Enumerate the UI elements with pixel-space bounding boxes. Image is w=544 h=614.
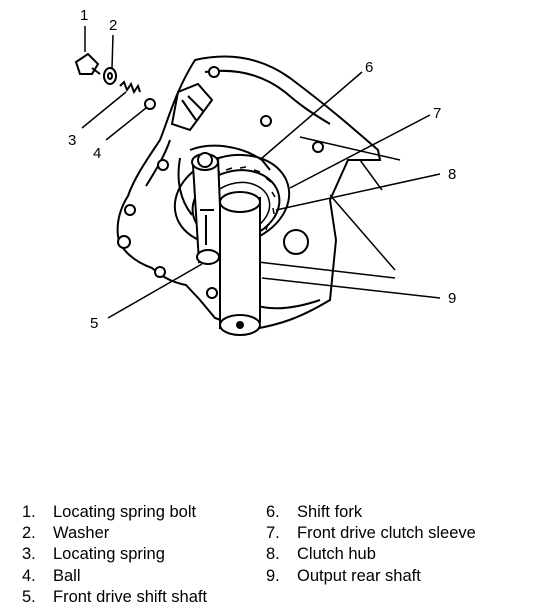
legend-label: Clutch hub xyxy=(297,545,376,564)
legend-item-locating-spring-bolt: 1. Locating spring bolt xyxy=(22,502,207,523)
ball xyxy=(144,98,156,110)
legend-label: Washer xyxy=(53,524,110,543)
bolt-hole xyxy=(124,204,136,216)
legend-item-clutch-hub: 8. Clutch hub xyxy=(266,544,476,565)
callout-8: 8 xyxy=(448,166,456,183)
bolt-hole xyxy=(154,266,166,278)
leader-lines xyxy=(81,26,441,319)
callout-5: 5 xyxy=(90,315,98,332)
legend-item-output-rear-shaft: 9. Output rear shaft xyxy=(266,566,476,587)
transfer-case-diagram: 1 2 3 4 5 6 7 8 9 xyxy=(68,7,456,336)
washer xyxy=(103,67,117,85)
bolt-hole xyxy=(312,141,324,153)
legend-left-column: 1. Locating spring bolt 2. Washer 3. Loc… xyxy=(22,502,207,608)
legend-label: Ball xyxy=(53,566,81,585)
callout-9: 9 xyxy=(448,290,456,307)
leader-line xyxy=(289,114,431,189)
bolt-hole xyxy=(117,235,131,249)
leader-line xyxy=(107,263,203,319)
legend-item-ball: 4. Ball xyxy=(22,566,207,587)
locating-spring xyxy=(119,80,141,95)
callout-6: 6 xyxy=(365,59,373,76)
bolt-hole xyxy=(208,66,220,78)
detent-boss xyxy=(170,82,214,132)
legend-item-washer: 2. Washer xyxy=(22,523,207,544)
front-drive-shift-shaft xyxy=(191,152,224,265)
legend-item-shift-fork: 6. Shift fork xyxy=(266,502,476,523)
bolt-hole xyxy=(157,159,169,171)
legend-number: 1. xyxy=(22,503,36,521)
callout-7: 7 xyxy=(433,105,441,122)
legend-number: 3. xyxy=(22,545,36,564)
legend-number: 7. xyxy=(266,524,280,543)
legend-number: 4. xyxy=(22,566,36,585)
leader-line xyxy=(105,107,147,141)
legend-label: Locating spring bolt xyxy=(53,503,197,521)
legend-label: Output rear shaft xyxy=(297,566,421,585)
legend-right-column: 6. Shift fork 7. Front drive clutch slee… xyxy=(266,502,476,587)
bolt-hole xyxy=(206,287,218,299)
callout-4: 4 xyxy=(93,145,101,162)
leader-line xyxy=(275,173,441,211)
legend-label: Locating spring xyxy=(53,545,165,564)
legend-number: 2. xyxy=(22,524,36,543)
legend-number: 8. xyxy=(266,545,280,564)
shift-fork xyxy=(177,144,271,216)
locating-spring-bolt xyxy=(74,52,101,75)
legend-number: 6. xyxy=(266,503,280,521)
leader-line xyxy=(261,71,363,159)
output-rear-shaft xyxy=(219,191,261,336)
callout-2: 2 xyxy=(109,17,117,34)
leader-line xyxy=(111,34,114,69)
bolt-hole xyxy=(283,229,309,255)
legend-label: Front drive clutch sleeve xyxy=(297,524,476,543)
leader-line xyxy=(261,277,441,299)
legend-number: 5. xyxy=(22,587,36,606)
legend-number: 9. xyxy=(266,566,280,585)
bolt-hole xyxy=(260,115,272,127)
legend-label: Shift fork xyxy=(297,503,363,521)
legend-item-front-drive-clutch-sleeve: 7. Front drive clutch sleeve xyxy=(266,523,476,544)
legend-item-locating-spring: 3. Locating spring xyxy=(22,544,207,565)
leader-line xyxy=(81,91,127,129)
flange-bolt-holes xyxy=(117,66,324,299)
legend-item-front-drive-shift-shaft: 5. Front drive shift shaft xyxy=(22,587,207,608)
legend-label: Front drive shift shaft xyxy=(53,587,208,606)
housing-ribs xyxy=(257,136,401,279)
callout-3: 3 xyxy=(68,132,76,149)
callout-1: 1 xyxy=(80,7,88,24)
